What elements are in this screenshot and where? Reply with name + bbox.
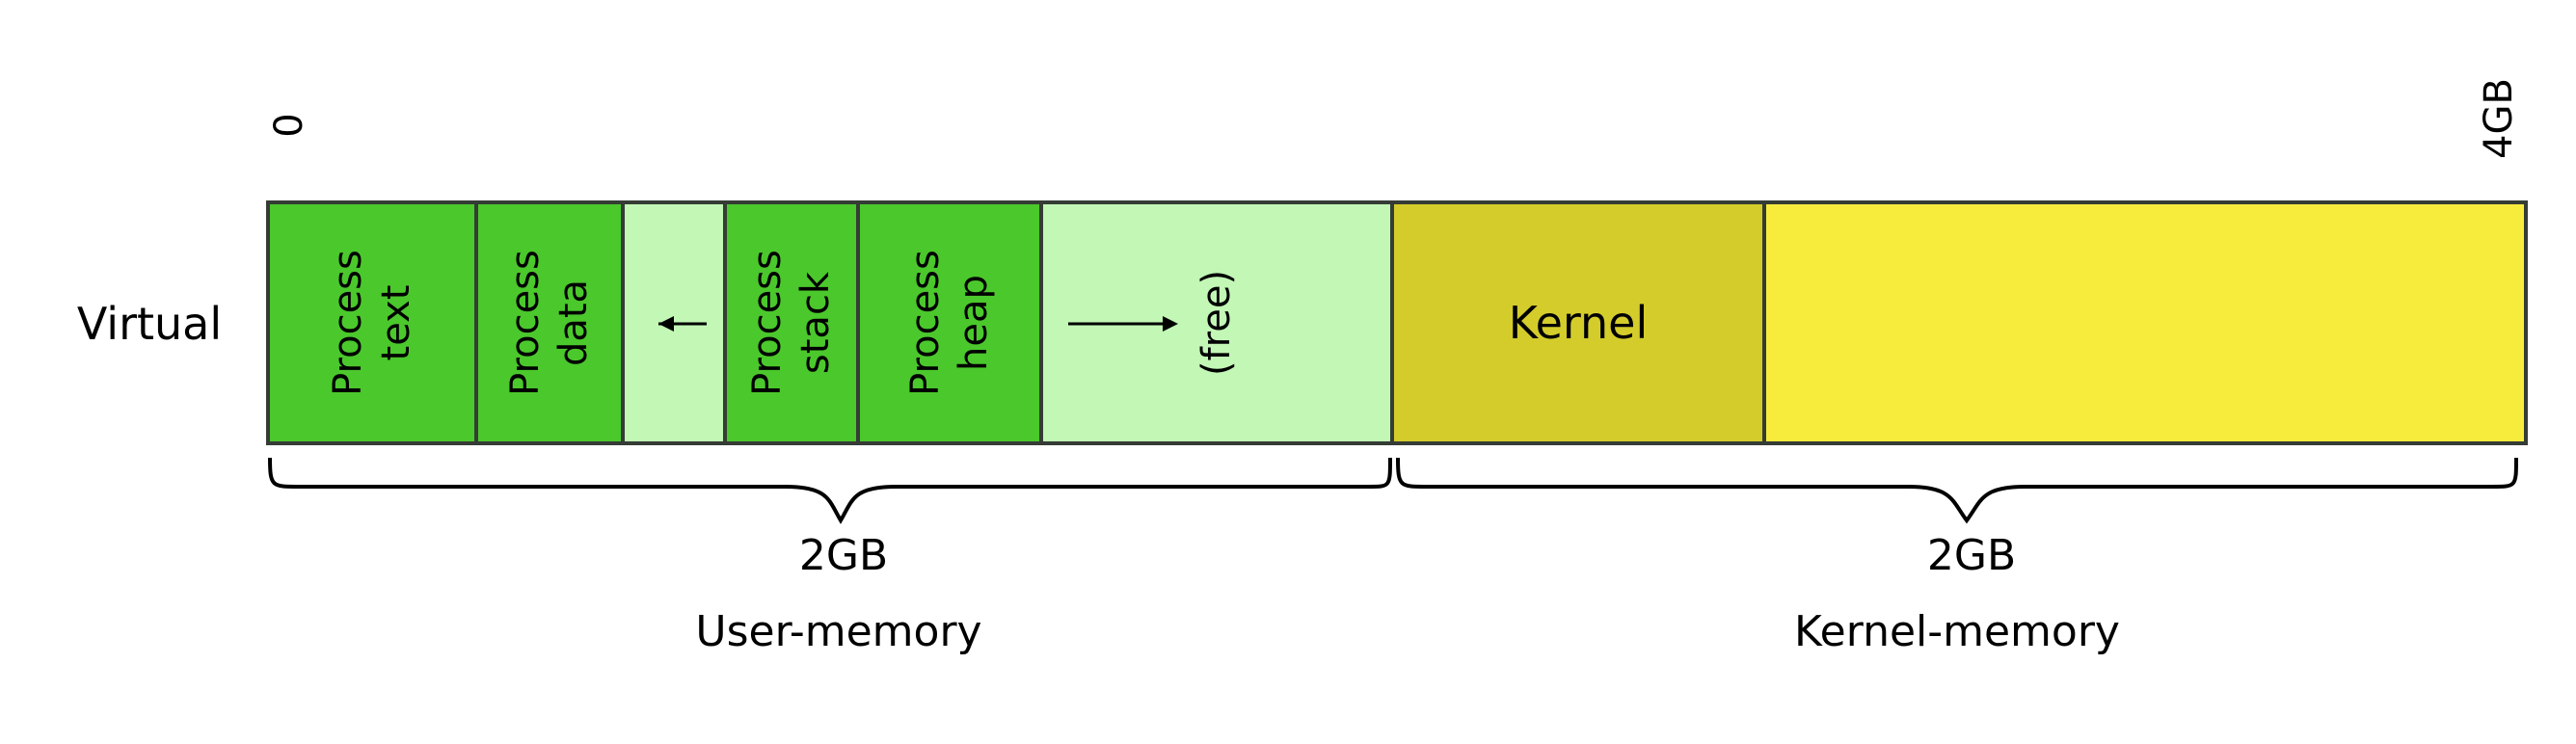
kernel-memory-label: Kernel-memory <box>1794 607 2120 656</box>
kernel-memory-brace <box>1396 457 2518 524</box>
user-memory-label: User-memory <box>695 607 981 656</box>
segment-box-free <box>1039 200 1394 445</box>
segment-free: (free) <box>1039 200 1394 445</box>
start-label: 0 <box>267 113 311 137</box>
segment-box-process-text <box>266 200 478 445</box>
segment-label-kernel: Kernel <box>1509 297 1649 349</box>
segment-label-free: (free) <box>1194 270 1239 376</box>
right-arrow-icon <box>1068 316 1178 332</box>
user-memory-size: 2GB <box>799 531 888 580</box>
segment-growth-gap <box>621 200 727 445</box>
row-label: Virtual <box>77 298 222 350</box>
segment-box-process-data <box>474 200 625 445</box>
segment-kernel-rest <box>1762 200 2528 445</box>
left-arrow-icon <box>658 316 707 332</box>
end-label: 4GB <box>2477 78 2521 159</box>
kernel-memory-size: 2GB <box>1927 531 2016 580</box>
segment-kernel: Kernel <box>1390 200 1766 445</box>
user-memory-brace <box>268 457 1392 524</box>
segment-box-kernel-rest <box>1762 200 2528 445</box>
segment-box-kernel <box>1390 200 1766 445</box>
segment-box-process-heap <box>856 200 1043 445</box>
